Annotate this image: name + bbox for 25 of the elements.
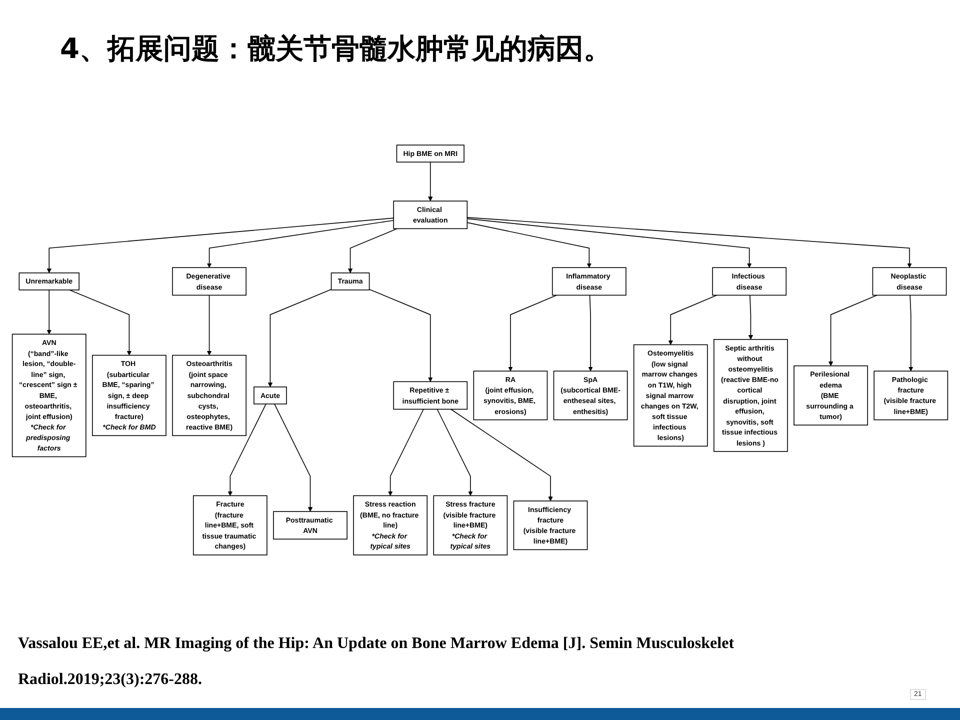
arrow — [368, 288, 433, 382]
arrow — [466, 217, 912, 268]
arrow — [908, 294, 914, 372]
arrow — [206, 294, 212, 356]
arrow — [348, 228, 398, 274]
arrow — [668, 294, 718, 345]
arrow — [466, 218, 752, 268]
arrow — [228, 404, 266, 496]
arrow — [46, 218, 394, 274]
arrow — [466, 222, 592, 268]
arrow — [588, 294, 593, 372]
arrow — [828, 294, 878, 366]
arrow — [388, 408, 424, 496]
arrow — [206, 220, 394, 268]
arrow — [69, 290, 132, 356]
arrow — [748, 294, 754, 340]
citation: Vassalou EE,et al. MR Imaging of the Hip: An Update on Bone Marrow Edema [J]. Semin Musculoskelet Radiol.2019;23(3):276-288. — [18, 634, 736, 690]
arrow — [46, 290, 52, 334]
arrow — [508, 294, 557, 372]
arrow — [450, 408, 553, 502]
arrow — [274, 404, 313, 512]
slide-title: 4、拓展问题：髋关节骨髓水肿常见的病因。 — [60, 31, 612, 67]
arrow — [268, 288, 332, 388]
arrow — [436, 408, 473, 496]
arrow — [428, 162, 433, 202]
